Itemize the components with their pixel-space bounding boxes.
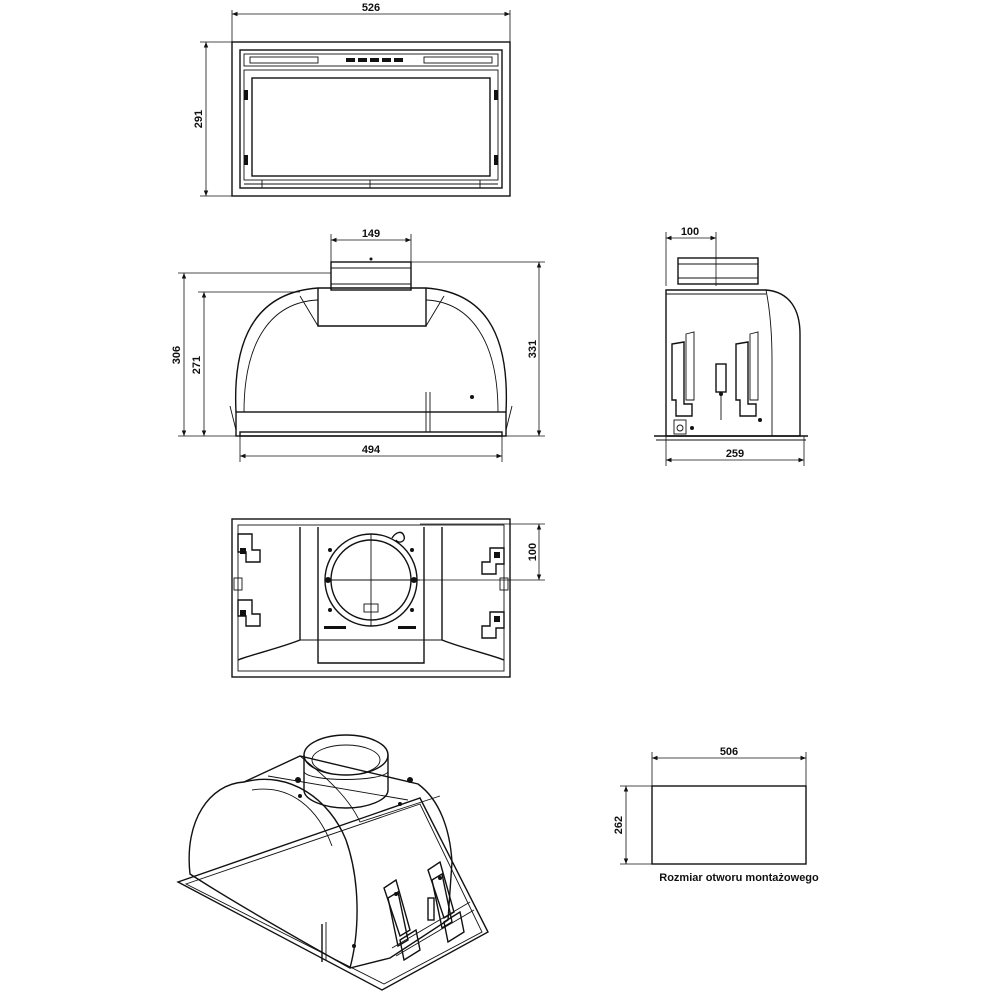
mounting-cutout: 506 262 Rozmiar otworu montażowego: [613, 746, 819, 884]
side-view: 149 331 306 271 494: [171, 228, 545, 462]
body-height-label: 306: [171, 346, 183, 364]
profile-duct-offset-label: 100: [681, 226, 699, 238]
cutout-height-label: 262: [613, 816, 625, 834]
base-width-label: 494: [362, 444, 381, 456]
front-width-dimension: 526: [231, 2, 511, 42]
cutout-height-dimension: 262: [613, 785, 652, 865]
total-height-label: 331: [527, 340, 539, 358]
front-height-dimension: 291: [193, 41, 232, 197]
cutout-width-dimension: 506: [651, 746, 807, 786]
inner-height-dimension: 271: [191, 291, 300, 436]
inner-height-label: 271: [191, 356, 203, 374]
profile-duct-offset-dimension: 100: [665, 226, 717, 286]
total-height-dimension: 331: [411, 261, 545, 437]
duct-diameter-dimension: 149: [330, 228, 412, 262]
cutout-width-label: 506: [720, 746, 738, 758]
profile-view: 100 259: [654, 226, 808, 466]
top-duct-offset-label: 100: [527, 543, 539, 561]
isometric-brackets: [383, 860, 475, 962]
front-width-label: 526: [362, 2, 380, 14]
control-buttons: [346, 58, 403, 62]
top-view: 100: [231, 518, 545, 678]
mounting-brackets: [671, 331, 762, 435]
profile-depth-dimension: 259: [665, 436, 805, 466]
base-width-dimension: 494: [239, 436, 503, 462]
profile-depth-label: 259: [726, 448, 744, 460]
cutout-rectangle: [651, 785, 807, 865]
front-view: 526 291: [193, 2, 511, 197]
duct-diameter-label: 149: [362, 228, 380, 240]
cutout-caption: Rozmiar otworu montażowego: [659, 872, 819, 884]
top-duct-offset-dimension: 100: [420, 523, 545, 581]
body-height-dimension: 306: [171, 272, 331, 437]
top-view-brackets: [233, 533, 509, 639]
isometric-view: [176, 734, 489, 991]
front-height-label: 291: [193, 110, 205, 128]
